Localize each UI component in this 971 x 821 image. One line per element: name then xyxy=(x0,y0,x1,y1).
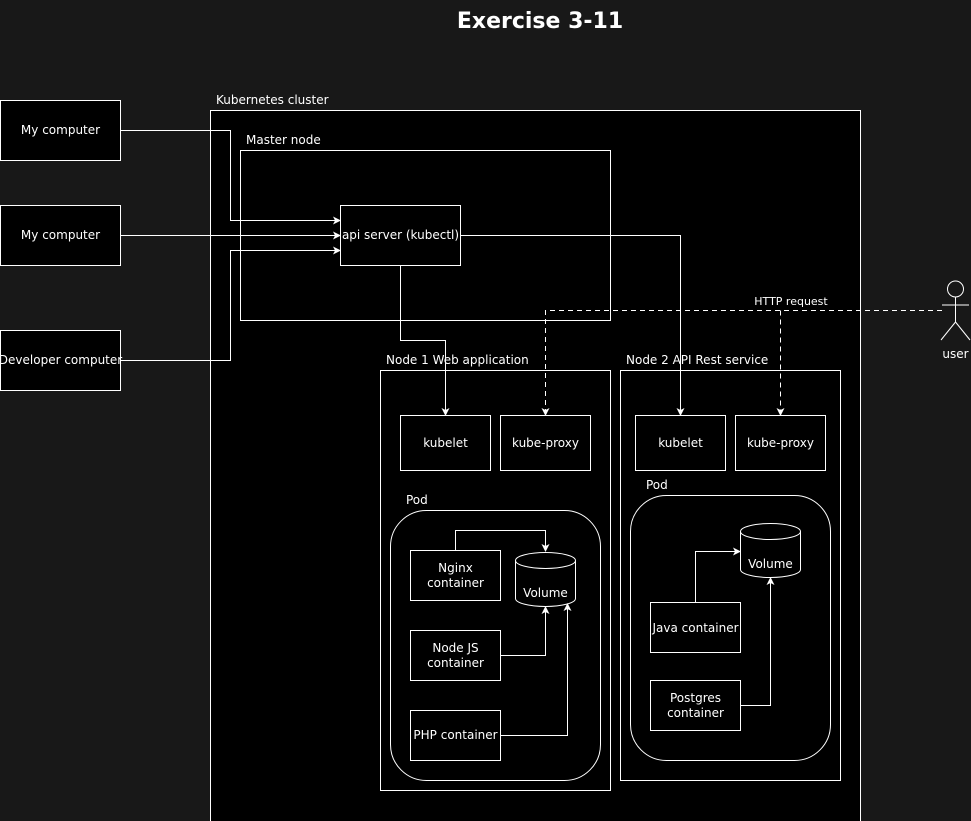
user-label: user xyxy=(942,347,968,361)
my-computer-1-label: My computer xyxy=(21,123,100,137)
node2-pod-label: Pod xyxy=(646,478,668,492)
my-computer-2[interactable] xyxy=(0,205,121,266)
edge-java-to-volume xyxy=(695,547,741,602)
node1-volume[interactable] xyxy=(515,552,576,607)
my-computer-1[interactable] xyxy=(0,100,121,161)
http-request-label-bg xyxy=(752,294,830,308)
diagram-title: Exercise 3-11 xyxy=(457,9,623,34)
php-container-label: PHP container xyxy=(413,728,497,742)
node2-kube-proxy[interactable] xyxy=(735,415,826,471)
node1-kube-proxy-label: kube-proxy xyxy=(512,436,579,450)
api-server-label: api server (kubectl) xyxy=(342,228,459,242)
developer-computer-label: Developer computer xyxy=(0,353,122,367)
edge-nodejs-to-volume xyxy=(501,606,550,656)
node1-kubelet-label: kubelet xyxy=(423,436,468,450)
node1-pod-label: Pod xyxy=(406,493,428,507)
developer-computer[interactable] xyxy=(0,330,121,391)
http-request-label: HTTP request xyxy=(754,295,828,308)
kubernetes-cluster-label: Kubernetes cluster xyxy=(216,93,329,107)
edge-api-server-to-node2-kubelet xyxy=(461,235,685,416)
java-container-label: Java container xyxy=(651,621,738,635)
node-1-label: Node 1 Web application xyxy=(386,353,529,367)
node2-volume[interactable] xyxy=(740,523,801,578)
node-2-label: Node 2 API Rest service xyxy=(626,353,768,367)
node1-kube-proxy[interactable] xyxy=(500,415,591,471)
edge-user-to-node1-kube-proxy xyxy=(541,310,942,416)
edge-nginx-to-volume xyxy=(455,530,550,552)
node2-volume-label: Volume xyxy=(748,557,793,571)
user-actor-icon xyxy=(940,280,971,341)
edge-api-server-to-node1-kubelet xyxy=(400,266,450,416)
node2-kubelet-label: kubelet xyxy=(658,436,703,450)
php-container[interactable] xyxy=(410,710,501,761)
nginx-container[interactable] xyxy=(410,550,501,601)
master-node-label: Master node xyxy=(246,133,321,147)
edge-postgres-to-volume xyxy=(741,577,775,706)
postgres-container[interactable] xyxy=(650,680,741,731)
java-container[interactable] xyxy=(650,602,741,653)
node2-kubelet[interactable] xyxy=(635,415,726,471)
my-computer-2-label: My computer xyxy=(21,228,100,242)
edge-my-computer-1-to-api-server xyxy=(121,130,341,225)
node1-volume-label: Volume xyxy=(523,586,568,600)
edge-developer-computer-to-api-server xyxy=(121,246,341,361)
edge-php-to-volume xyxy=(501,603,572,736)
node2-kube-proxy-label: kube-proxy xyxy=(747,436,814,450)
nodejs-container[interactable] xyxy=(410,630,501,681)
api-server[interactable] xyxy=(340,205,461,266)
node1-kubelet[interactable] xyxy=(400,415,491,471)
